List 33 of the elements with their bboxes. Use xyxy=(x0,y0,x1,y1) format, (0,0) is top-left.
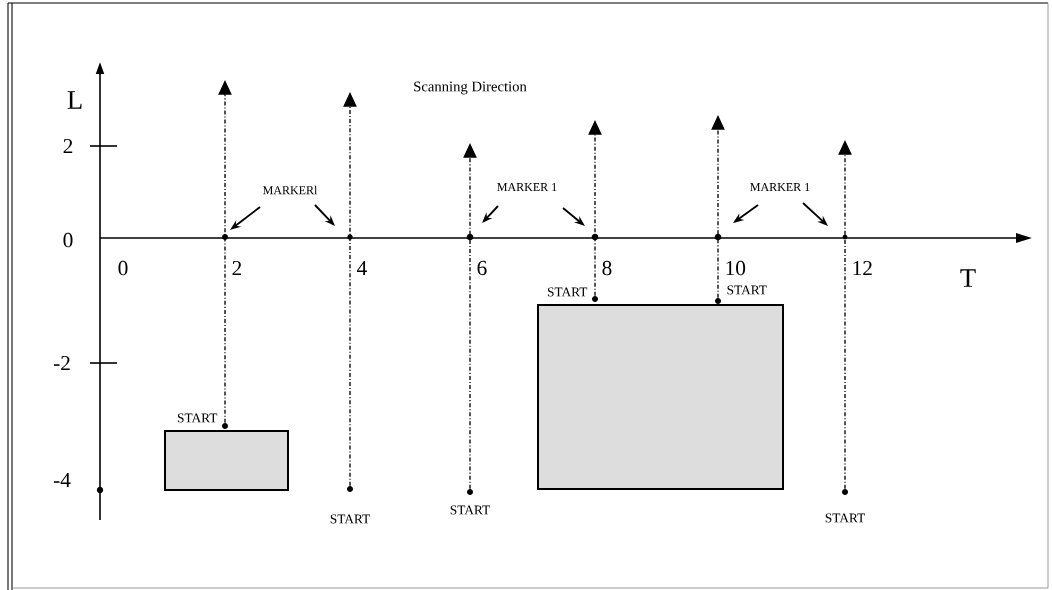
start-label: START xyxy=(450,505,490,515)
tick-label: 2 xyxy=(63,138,73,154)
scan-line-arrow xyxy=(588,120,602,297)
tick-label: -4 xyxy=(53,473,71,488)
tick-label: -2 xyxy=(53,355,70,371)
start-label: START xyxy=(330,514,370,524)
object-box xyxy=(537,304,784,490)
tick-label: 0 xyxy=(118,260,128,276)
marker-arrow xyxy=(482,205,499,223)
object-box xyxy=(164,430,289,491)
scan-line-arrow xyxy=(463,143,477,490)
start-label: START xyxy=(177,413,218,423)
marker-label: MARKERl xyxy=(263,185,318,195)
axis-label: L xyxy=(67,91,82,109)
scan-line-arrow xyxy=(711,115,725,299)
tick-label: 12 xyxy=(853,260,872,276)
scan-line-arrow xyxy=(218,80,232,424)
tick-label: 2 xyxy=(232,260,242,276)
marker-label: MARKER 1 xyxy=(497,183,557,191)
axis-label: T xyxy=(960,269,976,287)
direction-label: Scanning Direction xyxy=(414,81,527,95)
tick-label: 4 xyxy=(357,261,367,276)
start-label: START xyxy=(727,285,767,295)
marker-arrow xyxy=(314,204,335,226)
scan-line-arrow xyxy=(838,140,852,490)
tick-label: 6 xyxy=(477,260,487,276)
start-label: START xyxy=(825,513,865,523)
tick-label: 8 xyxy=(602,260,612,276)
tick-label: 0 xyxy=(63,232,73,248)
scan-line-arrow xyxy=(343,92,357,487)
start-label: START xyxy=(547,287,588,297)
tick-label: 10 xyxy=(726,260,746,276)
marker-label: MARKER 1 xyxy=(750,183,810,191)
